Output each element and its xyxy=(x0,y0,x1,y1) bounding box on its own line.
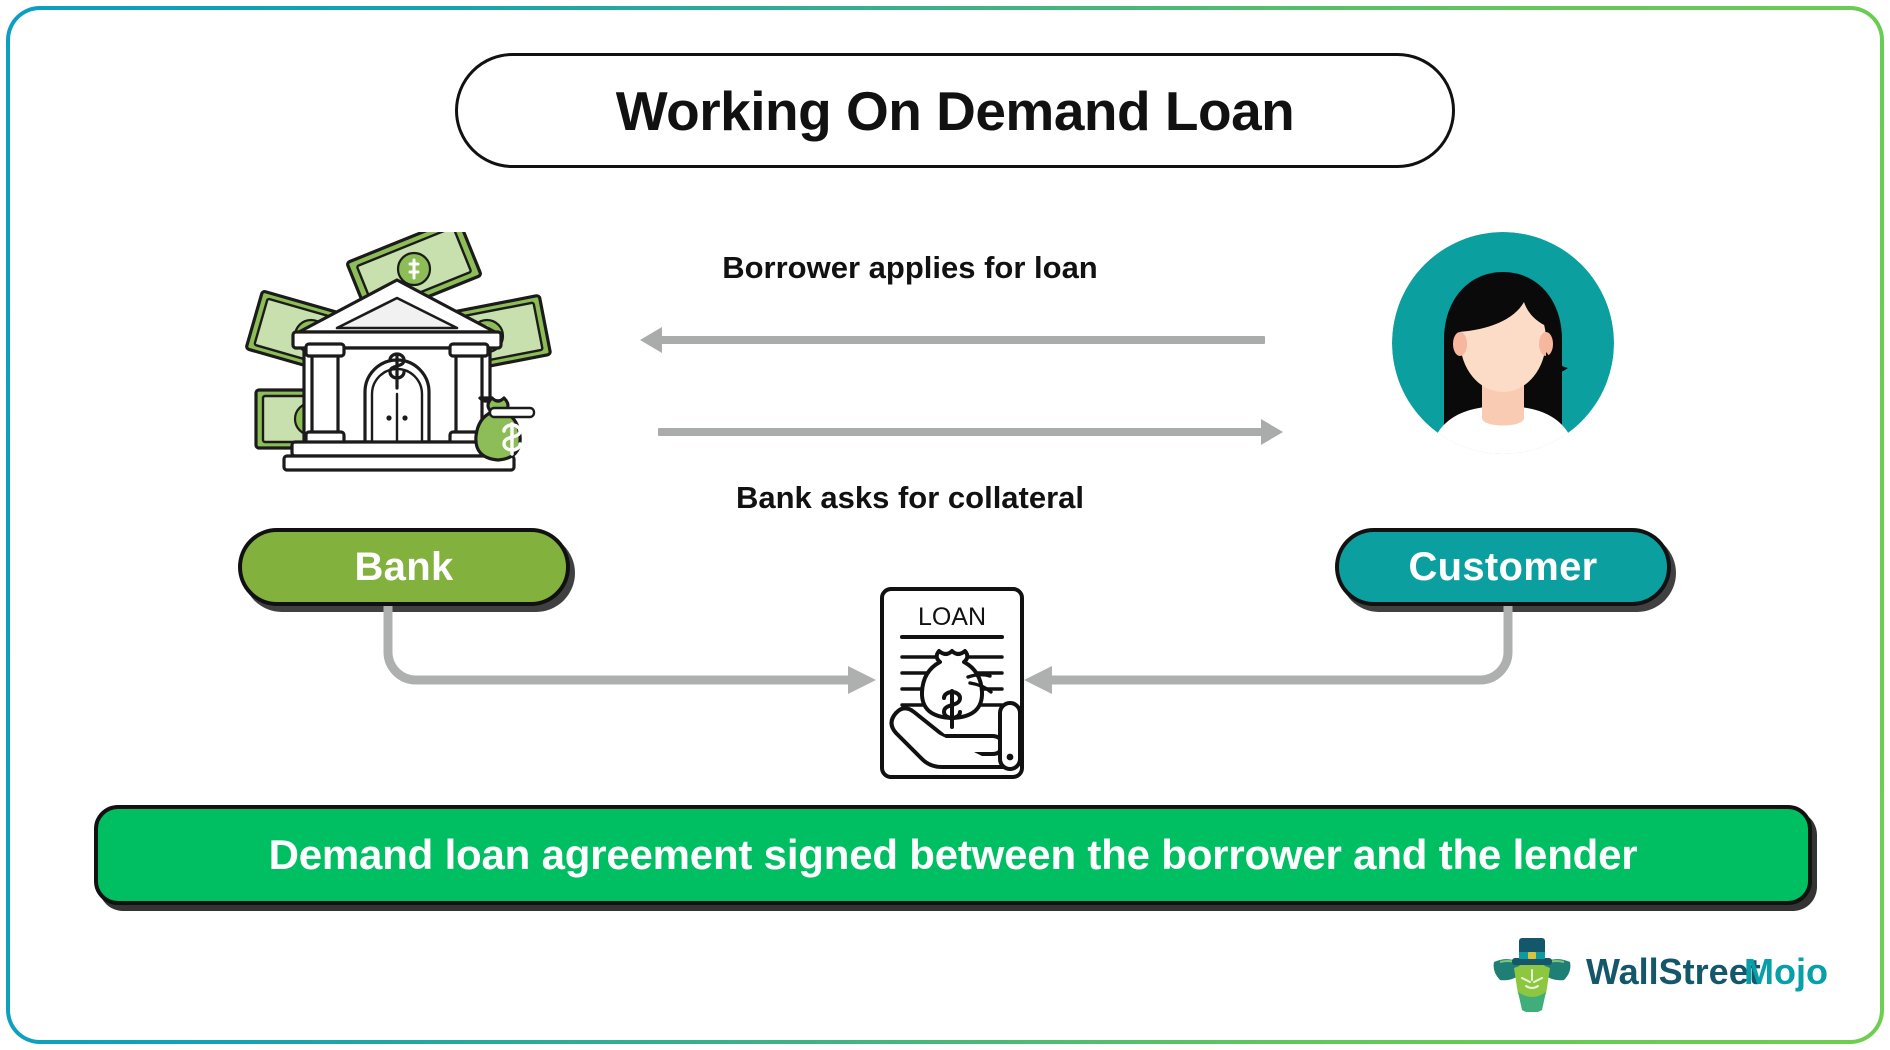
arrow-borrower-applies xyxy=(640,327,1265,353)
loan-document-title: LOAN xyxy=(918,603,986,631)
node-bank[interactable]: Bank xyxy=(238,528,570,606)
summary-banner: Demand loan agreement signed between the… xyxy=(94,805,1812,905)
page-title-pill: Working On Demand Loan xyxy=(455,53,1455,168)
connector-arrows xyxy=(10,510,1880,810)
arrow-shaft xyxy=(660,336,1265,344)
logo-text-primary: WallStreet xyxy=(1586,951,1761,992)
connector-bank-to-document xyxy=(383,606,850,685)
infographic-frame: Working On Demand Loan xyxy=(6,6,1884,1044)
bank-building-money-icon xyxy=(242,217,552,482)
flow-label-borrower-applies: Borrower applies for loan xyxy=(722,250,1098,285)
arrow-head-right xyxy=(1261,419,1283,445)
bull-mascot-tophat-icon xyxy=(1493,938,1571,1013)
page-title: Working On Demand Loan xyxy=(615,79,1295,142)
logo-text-secondary: Mojo xyxy=(1744,951,1828,992)
node-customer[interactable]: Customer xyxy=(1335,528,1671,606)
connector-arrowhead-right xyxy=(848,666,876,694)
customer-avatar-icon xyxy=(1392,232,1614,454)
node-bank-label: Bank xyxy=(354,544,454,589)
flow-label-bank-asks-collateral: Bank asks for collateral xyxy=(735,480,1085,515)
infographic-canvas: Working On Demand Loan xyxy=(10,10,1880,1040)
loan-document-hand-icon: LOAN xyxy=(876,585,1028,781)
arrow-bank-asks-collateral xyxy=(658,419,1283,445)
connector-arrowhead-left xyxy=(1024,666,1052,694)
arrow-head-left xyxy=(640,327,662,353)
arrow-shaft xyxy=(658,428,1263,436)
wallstreetmojo-logo[interactable]: WallStreet Mojo xyxy=(1482,932,1832,1013)
summary-banner-text: Demand loan agreement signed between the… xyxy=(268,831,1638,878)
node-customer-label: Customer xyxy=(1408,544,1598,589)
connector-customer-to-document xyxy=(1050,606,1513,685)
